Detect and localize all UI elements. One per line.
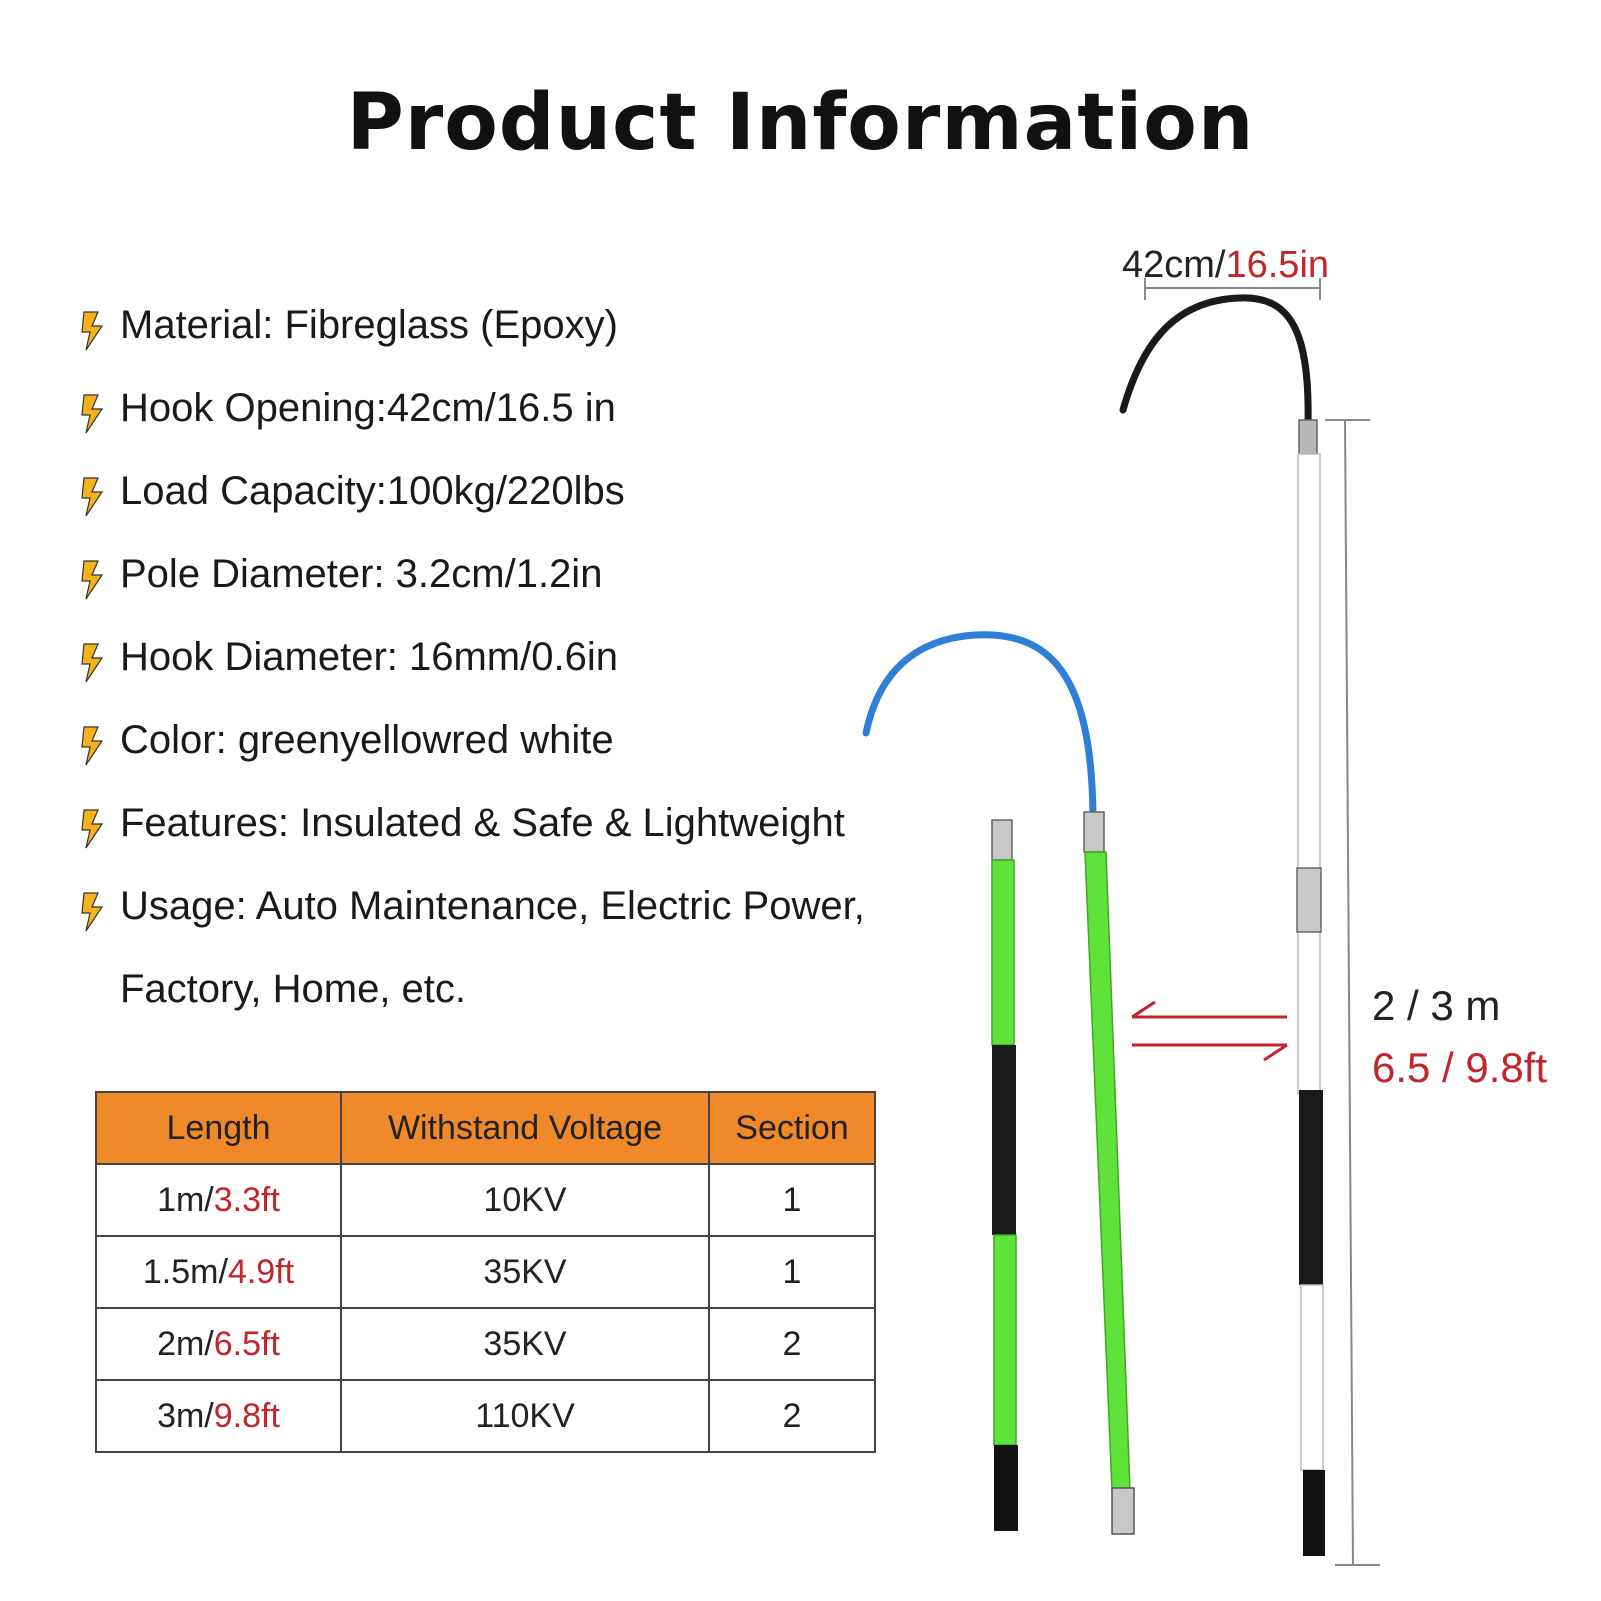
hook-width-dimension-line (1144, 278, 1321, 300)
cell-length: 1.5m/4.9ft (95, 1235, 342, 1309)
green-pole-handle-section (991, 819, 1018, 1531)
length-metric: 2m/ (157, 1324, 214, 1363)
spec-item-usage: Usage: Auto Maintenance, Electric Power,… (78, 884, 978, 1055)
spec-text: Hook Opening:42cm/16.5 in (120, 386, 616, 430)
spec-text: Color: greenyellowred white (120, 718, 614, 762)
lightning-bolt-icon (81, 560, 104, 600)
page-title: Product Information (346, 78, 1255, 168)
spec-text: Features: Insulated & Safe & Lightweight (120, 801, 845, 845)
spec-text: Material: Fibreglass (Epoxy) (120, 303, 618, 347)
cell-section: 1 (708, 1235, 876, 1309)
hook-width-label: 42cm/16.5in (1122, 244, 1329, 287)
spec-list: Material: Fibreglass (Epoxy) Hook Openin… (78, 303, 978, 1055)
lightning-bolt-icon (81, 394, 104, 434)
table-header-row: Length Withstand Voltage Section (95, 1091, 876, 1165)
spec-text: Hook Diameter: 16mm/0.6in (120, 635, 618, 679)
spec-item-hook-diameter: Hook Diameter: 16mm/0.6in (78, 635, 978, 719)
white-pole-assembled (1119, 294, 1325, 1556)
cell-length: 2m/6.5ft (95, 1307, 342, 1381)
pole-length-imperial: 6.5 / 9.8ft (1372, 1044, 1548, 1091)
spec-item-features: Features: Insulated & Safe & Lightweight (78, 801, 978, 885)
hook-width-imperial: 16.5in (1225, 244, 1330, 286)
cell-section: 2 (708, 1379, 876, 1453)
table-row: 1.5m/4.9ft 35KV 1 (95, 1235, 876, 1309)
lightning-bolt-icon (81, 643, 104, 683)
table-row: 2m/6.5ft 35KV 2 (95, 1307, 876, 1381)
table-row: 1m/3.3ft 10KV 1 (95, 1163, 876, 1237)
length-imperial: 9.8ft (213, 1396, 280, 1435)
length-imperial: 4.9ft (227, 1252, 295, 1291)
spec-item-material: Material: Fibreglass (Epoxy) (78, 303, 978, 387)
lightning-bolt-icon (81, 809, 104, 849)
header-withstand-voltage: Withstand Voltage (340, 1091, 710, 1165)
green-pole-hook-section (862, 631, 1135, 1535)
cell-length: 3m/9.8ft (95, 1379, 342, 1453)
cell-section: 2 (708, 1307, 876, 1381)
swap-arrows-icon (1131, 1000, 1288, 1062)
cell-voltage: 10KV (340, 1163, 710, 1237)
lightning-bolt-icon (81, 477, 104, 517)
spec-item-load-capacity: Load Capacity:100kg/220lbs (78, 469, 978, 553)
spec-item-hook-opening: Hook Opening:42cm/16.5 in (78, 386, 978, 470)
header-section: Section (708, 1091, 876, 1165)
table-row: 3m/9.8ft 110KV 2 (95, 1379, 876, 1453)
pole-length-metric: 2 / 3 m (1372, 982, 1501, 1029)
spec-text: Pole Diameter: 3.2cm/1.2in (120, 552, 603, 596)
length-dimension-line (1325, 419, 1380, 1566)
pole-length-label: 2 / 3 m 6.5 / 9.8ft (1372, 975, 1547, 1099)
length-metric: 1.5m/ (142, 1252, 228, 1291)
cell-section: 1 (708, 1163, 876, 1237)
header-length: Length (95, 1091, 342, 1165)
cell-voltage: 35KV (340, 1235, 710, 1309)
hook-width-metric: 42cm/ (1122, 244, 1226, 286)
lightning-bolt-icon (81, 311, 104, 351)
length-imperial: 6.5ft (213, 1324, 280, 1363)
cell-length: 1m/3.3ft (95, 1163, 342, 1237)
length-metric: 1m/ (157, 1180, 214, 1219)
lightning-bolt-icon (81, 726, 104, 766)
cell-voltage: 35KV (340, 1307, 710, 1381)
cell-voltage: 110KV (340, 1379, 710, 1453)
spec-text: Usage: Auto Maintenance, Electric Power,… (120, 884, 865, 1011)
length-imperial: 3.3ft (213, 1180, 280, 1219)
spec-item-pole-diameter: Pole Diameter: 3.2cm/1.2in (78, 552, 978, 636)
spec-table: Length Withstand Voltage Section 1m/3.3f… (95, 1091, 876, 1453)
length-metric: 3m/ (157, 1396, 214, 1435)
spec-text: Load Capacity:100kg/220lbs (120, 469, 625, 513)
spec-item-color: Color: greenyellowred white (78, 718, 978, 802)
lightning-bolt-icon (81, 892, 104, 932)
